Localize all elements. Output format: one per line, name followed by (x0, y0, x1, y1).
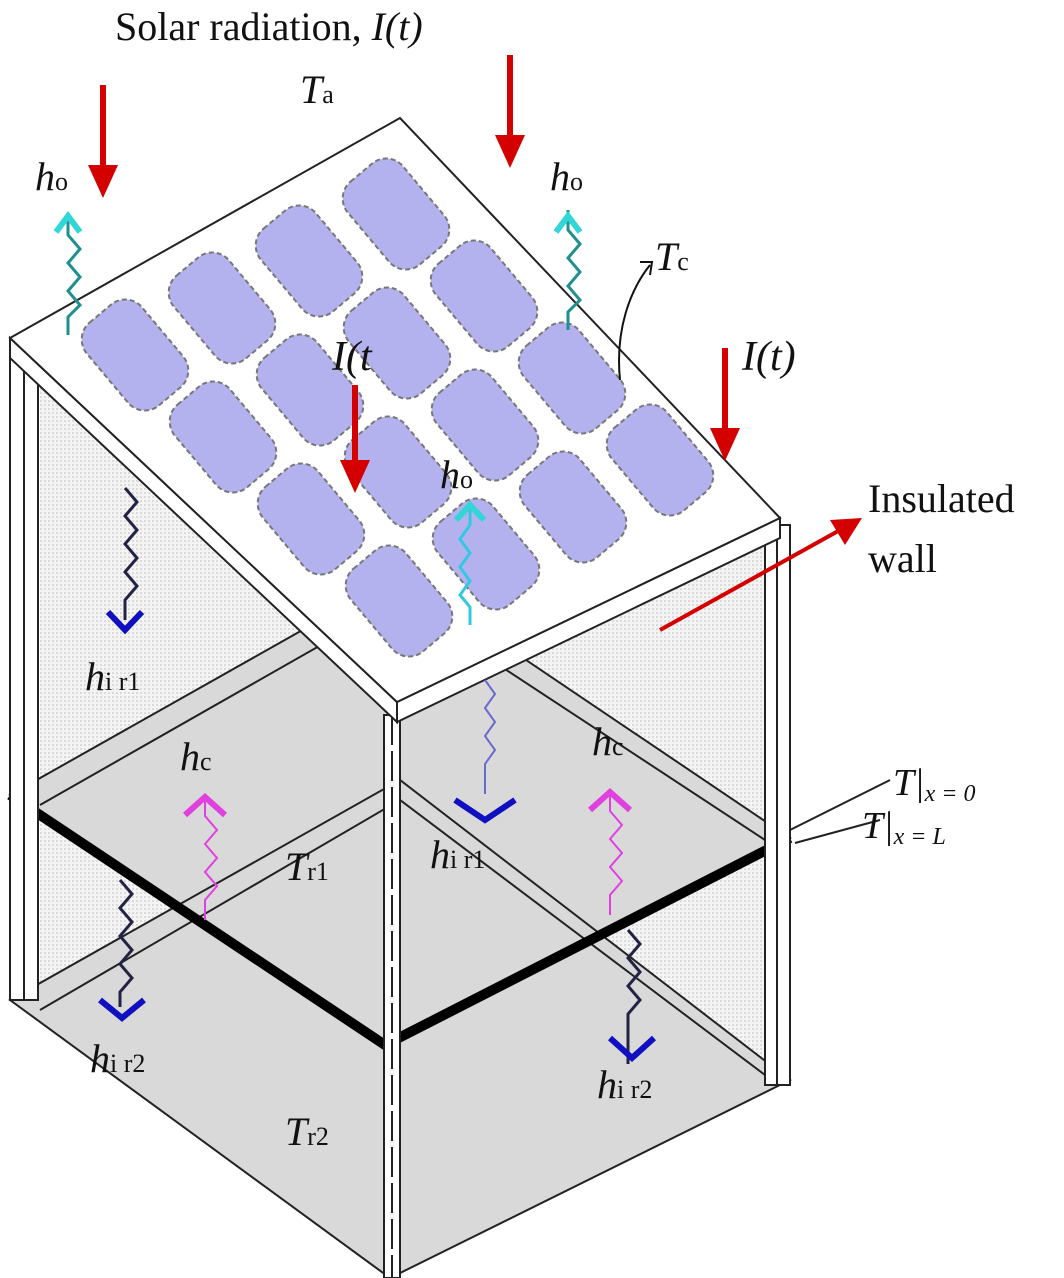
pv-cell (518, 450, 628, 564)
title-solar-radiation: Solar radiation, I(t) (115, 4, 423, 49)
label-floor-top-temp: T|x = 0 (893, 762, 975, 807)
inner-radiation-wave-icon (118, 879, 134, 1007)
outer-convection-wave-icon (66, 215, 83, 335)
pv-cell (168, 380, 278, 494)
outer-convection-wave-icon (566, 210, 583, 330)
pv-cell (429, 239, 539, 353)
arrowhead-down-icon (607, 1035, 657, 1063)
cell-temp-pointer-icon (618, 264, 651, 381)
label-inner-rad1: hi r1 (85, 654, 140, 699)
solar-arrow-icon (710, 348, 740, 461)
arrowhead-icon (640, 261, 654, 276)
label-conv-coeff: hc (592, 719, 624, 764)
pv-cell (341, 157, 451, 271)
inner-radiation-wave-icon (626, 929, 642, 1064)
arrowhead-up-icon (453, 500, 487, 523)
pv-cell (254, 204, 364, 318)
slab-leader-top (789, 779, 891, 831)
inner-radiation-wave-icon (123, 487, 139, 620)
label-irradiance: I(t) (741, 334, 796, 380)
pv-cell (342, 286, 452, 400)
arrowhead-up-icon (53, 211, 83, 234)
arrowhead-down-icon (453, 797, 517, 824)
label-inner-rad2: hi r2 (597, 1062, 652, 1107)
arrowhead-down-icon (105, 609, 145, 635)
inner-radiation-wave-icon (483, 679, 497, 794)
arrowhead-up-icon (587, 787, 633, 813)
solar-arrow-icon (340, 385, 370, 493)
label-outer-coeff: ho (550, 154, 583, 199)
solar-arrows (88, 55, 862, 632)
pv-cell (517, 321, 627, 435)
solar-arrow-icon (495, 55, 525, 168)
label-irradiance-truncated: I(t (331, 334, 373, 380)
insulated-wall-arrow-icon (659, 518, 862, 632)
arrowhead-down-icon (98, 997, 146, 1022)
label-insulated: Insulated (868, 476, 1015, 521)
label-outer-coeff: ho (35, 154, 68, 199)
solar-arrow-icon (88, 85, 118, 198)
label-floor-bottom-temp: T|x = L (862, 805, 946, 850)
pv-cell (167, 251, 277, 365)
convection-wave-icon (608, 791, 624, 915)
label-ambient-temp: Ta (300, 67, 334, 112)
label-inner-rad1: hi r1 (430, 832, 485, 877)
pv-cell (430, 368, 540, 482)
pv-cell (256, 462, 366, 576)
label-outer-coeff: ho (440, 452, 473, 497)
label-room2-temp: Tr2 (285, 1109, 329, 1154)
pv-cell-array (80, 157, 715, 658)
pv-cell (431, 497, 541, 611)
label-conv-coeff: hc (180, 734, 212, 779)
pv-cell (344, 544, 454, 658)
pv-cell (80, 298, 190, 412)
label-wall: wall (868, 536, 937, 581)
slab-leader-bottom (794, 819, 881, 844)
arrowhead-up-icon (182, 792, 228, 818)
pv-cell (343, 415, 453, 529)
convection-wave-icon (203, 796, 219, 920)
arrowhead-up-icon (553, 211, 583, 234)
label-inner-rad2: hi r2 (90, 1036, 145, 1081)
pv-cell (605, 403, 715, 517)
outer-convection-wave-icon (458, 503, 472, 625)
frame-posts (9, 344, 791, 1278)
pv-cell (255, 333, 365, 447)
label-cell-temp: Tc (655, 234, 689, 279)
label-room1-temp: Tr1 (285, 844, 329, 889)
